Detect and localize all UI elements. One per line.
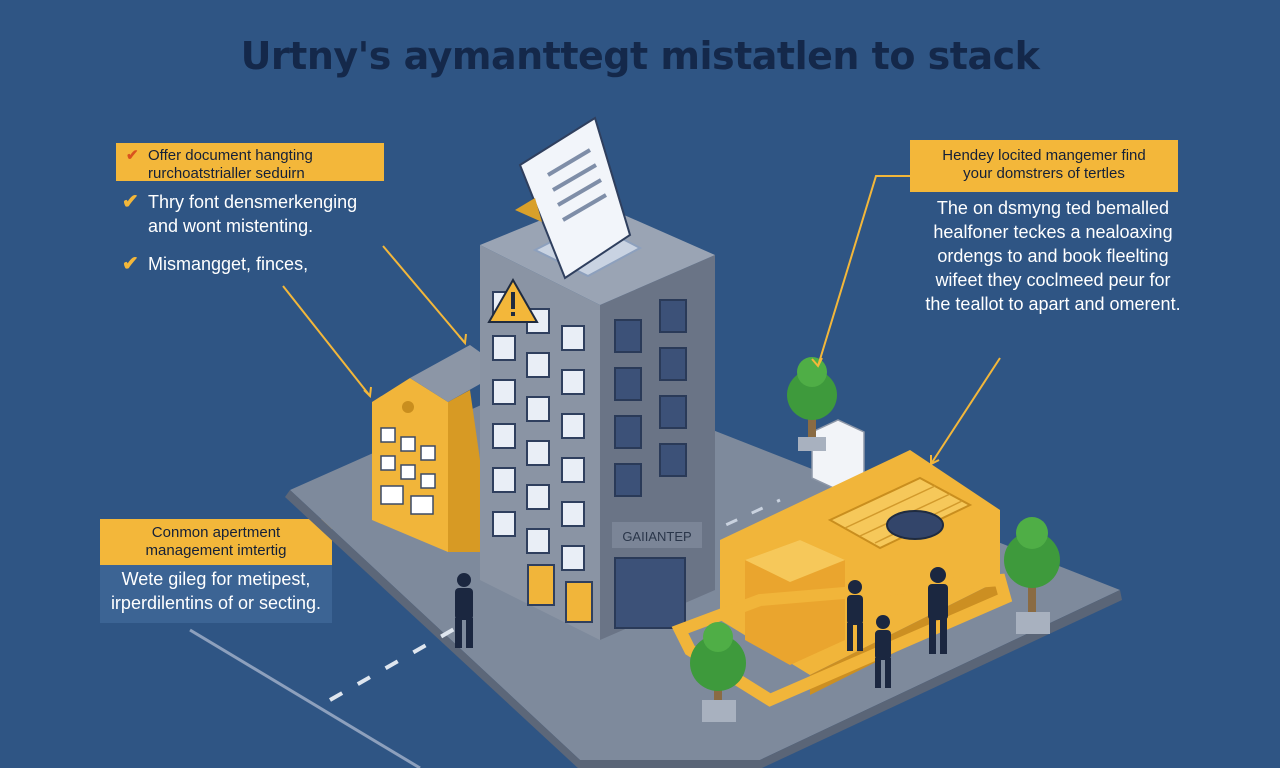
right-text-line: the teallot to apart and omerent. <box>925 294 1181 314</box>
tower-sign-plate <box>612 522 702 548</box>
ground-platform-edge <box>285 490 580 768</box>
bottom-callout-box: Conmon apertment management imtertig <box>100 519 332 565</box>
right-text-line: healfoner teckes a nealoaxing <box>933 222 1173 242</box>
bottom-text-line2: irperdilentins of or secting. <box>110 593 322 613</box>
tower-windows-right <box>614 299 687 629</box>
right-callout-text: The on dsmyng ted bemalled healfoner tec… <box>908 196 1198 316</box>
yellow-house-emblem <box>402 401 414 413</box>
round-pad <box>886 510 944 540</box>
right-callout-line2: your domstrers of tertles <box>963 165 1125 182</box>
left-callout-line1: Offer document hangting <box>148 147 313 164</box>
right-text-line: wifeet they coclmeed peur for <box>935 270 1171 290</box>
right-text-line: The on dsmyng ted bemalled <box>936 198 1170 218</box>
left-check1-line2: and wont mistenting. <box>148 216 314 236</box>
check-icon: ✔ <box>122 253 139 275</box>
check-icon: ✔ <box>126 147 139 164</box>
road-outline <box>189 628 421 768</box>
left-check-item-2: ✔ Mismangget, finces, <box>122 252 308 276</box>
left-check2-text: Mismangget, finces, <box>148 254 309 274</box>
road-dashes <box>329 618 471 702</box>
person-icon <box>847 580 863 651</box>
warning-icon <box>487 277 539 323</box>
person-icon <box>455 573 473 648</box>
left-callout-box: ✔ Offer document hangting rurchoatstrial… <box>116 143 384 181</box>
yellow-block-top <box>745 540 845 582</box>
yellow-house-windows <box>380 427 436 515</box>
yellow-house-side <box>448 390 480 552</box>
person-icon <box>875 615 891 688</box>
bottom-callout-panel <box>100 565 332 623</box>
right-text-line: ordengs to and book fleelting <box>937 246 1169 266</box>
bottom-callout-line1: Conmon apertment <box>151 524 281 541</box>
pointer-lines <box>282 175 1001 466</box>
person-icon <box>928 567 948 654</box>
yellow-walkway <box>671 573 1013 707</box>
left-check1-line1: Thry font densmerkenging <box>148 192 358 212</box>
bottom-callout-text: Wete gileg for metipest, irperdilentins … <box>100 567 332 615</box>
tree-icon <box>1004 517 1060 634</box>
flag-icon <box>515 198 542 222</box>
tower-sign: GAIIANTEP <box>622 529 691 544</box>
check-icon: ✔ <box>122 191 139 213</box>
tower-doors <box>527 564 593 623</box>
bottom-text-line1: Wete gileg for metipest, <box>121 569 311 589</box>
road-dashes <box>649 498 781 562</box>
page-title: Urtny's aymanttegt mistatlen to stack <box>240 34 1040 78</box>
right-callout-line1: Hendey locited mangemer find <box>942 147 1146 164</box>
tree-icon <box>690 622 746 722</box>
right-callout-box: Hendey locited mangemer find your domstr… <box>910 140 1178 192</box>
left-callout-line2: rurchoatstrialler seduirn <box>148 165 305 179</box>
left-check-item-1: ✔ Thry font densmerkenging and wont mist… <box>122 190 357 238</box>
document-icon <box>518 116 632 280</box>
bottom-callout-line2: management imtertig <box>145 542 287 559</box>
